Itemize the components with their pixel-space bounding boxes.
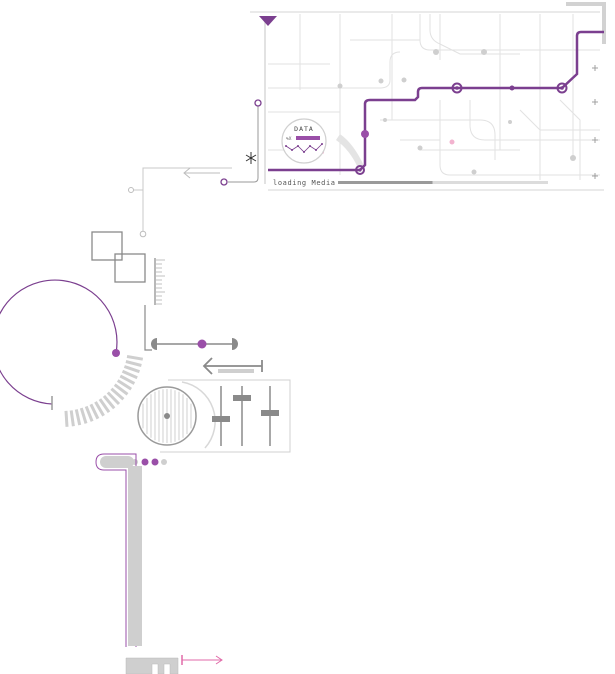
main-route-line [268,30,604,172]
knob-grip-lines [142,389,192,443]
frame-squares [91,231,165,351]
square-outline-b [114,253,146,283]
route-node-b[interactable] [509,85,515,91]
mixer-panel [137,379,291,453]
background-grid-lines [268,14,600,180]
route-node-start-core [358,168,362,172]
slider-handle[interactable] [197,339,207,349]
route-node-c-core [560,86,564,90]
connector-node-c[interactable] [139,230,147,238]
arrow-left-icon[interactable] [183,167,220,179]
route-node-a[interactable] [451,82,463,94]
connector-node-left[interactable] [220,178,228,186]
dot-2[interactable] [141,458,149,466]
route-node-c[interactable] [556,82,568,94]
dot-4[interactable] [161,459,167,465]
ruler-ticks [156,259,165,305]
network-panel: DATA %X loading Media [250,2,606,191]
vertical-bar-fill [128,466,142,646]
arrow-left-large-icon[interactable] [202,357,263,375]
connector-line-a [228,103,259,183]
vertical-slider-handle-2[interactable] [233,395,251,401]
horizontal-slider[interactable] [151,338,238,350]
vertical-bar-outline [95,453,137,647]
background-nodes [337,49,576,175]
data-badge-ring [281,118,327,164]
route-node-a-core [455,86,459,90]
arc-gauge-handle[interactable] [112,349,120,357]
comb-connector [125,657,179,674]
arrow-right-icon[interactable] [181,655,223,665]
data-badge-bar [296,136,320,140]
vertical-bar-cap [100,456,134,468]
plus-markers [592,65,598,179]
data-badge-label: DATA [294,125,314,133]
vertical-bar-panel [95,453,179,674]
vertical-sliders [212,386,279,446]
arc-gauge[interactable] [0,279,144,427]
mixer-frame [160,379,291,453]
square-outline-a [91,231,123,261]
slider-left-cap [151,338,157,350]
rotary-knob[interactable] [137,386,197,446]
connector-node-b[interactable] [128,187,134,193]
ruler-bracket [144,305,152,351]
route-node-start[interactable] [355,165,365,175]
loading-bar-track [338,181,548,184]
data-badge-sub: %X [286,136,292,142]
loading-label: loading Media [273,179,336,187]
arrow-shadow-bar [218,369,254,373]
knob-outer-arc [181,381,216,449]
connector-node-top[interactable] [254,99,262,107]
shade-wedge [336,134,364,168]
loading-bar-fill [338,181,433,184]
route-node-mid[interactable] [361,130,369,138]
asterisk-icon [245,152,257,164]
vertical-slider-handle-1[interactable] [212,416,230,422]
panel-corner-bracket [566,2,606,44]
vertical-slider-handle-3[interactable] [261,410,279,416]
slider-right-cap [232,338,238,350]
data-badge[interactable]: DATA %X [281,118,327,164]
connector-network [128,99,262,238]
connector-line-b [142,167,232,232]
data-badge-dots [285,143,323,153]
dot-3[interactable] [151,458,159,466]
triangle-marker-icon [259,16,277,26]
arc-gauge-line [0,279,118,405]
knob-center [164,413,170,419]
arc-gauge-ticks [64,355,144,427]
pagination-dots [132,458,167,466]
